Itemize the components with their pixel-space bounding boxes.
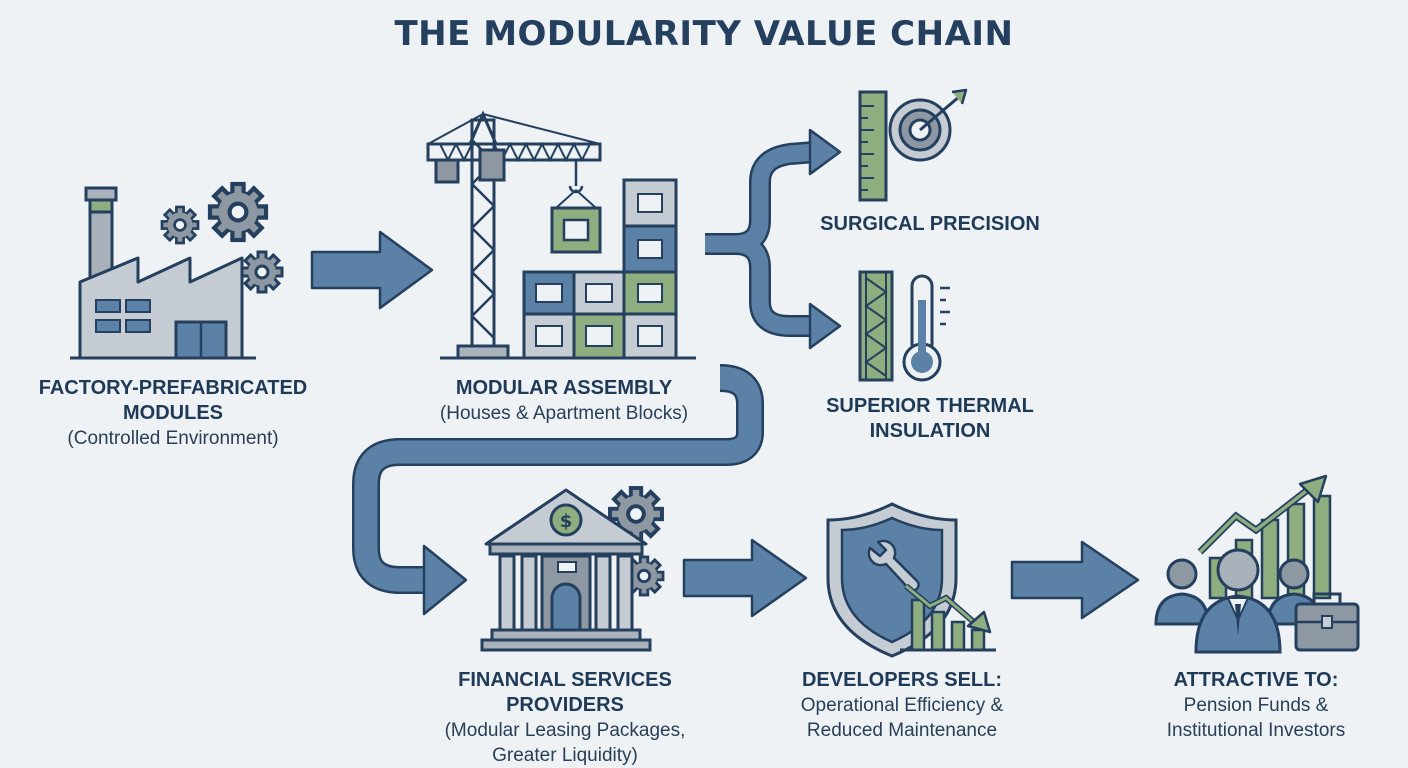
arrow-assembly-to-finance [352,364,764,594]
assembly-label: MODULAR ASSEMBLY (Houses & Apartment Blo… [392,376,736,426]
thermal-label: SUPERIOR THERMAL INSULATION [796,394,1064,444]
briefcase-icon [1294,592,1360,652]
factory-sub-line1: (Controlled Environment) [67,428,279,449]
thermometer-icon [902,274,950,382]
arrow-factory-to-assembly [310,230,434,310]
diagram-title: THE MODULARITY VALUE CHAIN [394,14,1014,54]
arrow-branch-outcomes [705,141,816,337]
svg-text:$: $ [560,511,573,532]
investors-head-line1: ATTRACTIVE TO: [1173,669,1339,691]
arrow-developers-to-investors [1010,540,1140,620]
precision-head-line1: SURGICAL PRECISION [820,213,1040,235]
investors-sub-line2: Institutional Investors [1166,720,1346,741]
assembly-head-line1: MODULAR ASSEMBLY [455,377,673,399]
insulation-wall-icon [858,270,894,382]
bank-icon: $ [480,486,665,652]
finance-sub-line2: Greater Liquidity) [492,745,638,766]
investors-sub-line1: Pension Funds & [1183,695,1329,716]
precision-label: SURGICAL PRECISION [796,212,1064,237]
thermal-head-line2: INSULATION [869,420,991,442]
arrow-finance-to-developers [682,538,808,618]
thermal-head-line1: SUPERIOR THERMAL [826,395,1034,417]
developers-sub-line2: Reduced Maintenance [806,720,998,741]
target-icon [888,88,968,162]
assembly-sub-line1: (Houses & Apartment Blocks) [439,403,689,424]
factory-label: FACTORY-PREFABRICATED MODULES (Controlle… [10,376,336,451]
finance-sub-line1: (Modular Leasing Packages, [444,720,686,741]
investors-label: ATTRACTIVE TO: Pension Funds & Instituti… [1118,668,1394,743]
finance-head-line1: FINANCIAL SERVICES [458,669,672,691]
factory-head-line2: MODULES [123,402,223,424]
ruler-icon [858,90,888,202]
factory-head-line1: FACTORY-PREFABRICATED [38,377,308,399]
developers-head-line1: DEVELOPERS SELL: [801,669,1003,691]
investors-icon [1154,548,1322,654]
finance-label: FINANCIAL SERVICES PROVIDERS (Modular Le… [400,668,730,768]
factory-icon [70,184,284,360]
developers-sub-line1: Operational Efficiency & [800,695,1004,716]
developers-label: DEVELOPERS SELL: Operational Efficiency … [760,668,1044,743]
finance-head-line2: PROVIDERS [506,694,624,716]
crane-icon [426,110,696,360]
decline-chart-icon [900,583,996,652]
